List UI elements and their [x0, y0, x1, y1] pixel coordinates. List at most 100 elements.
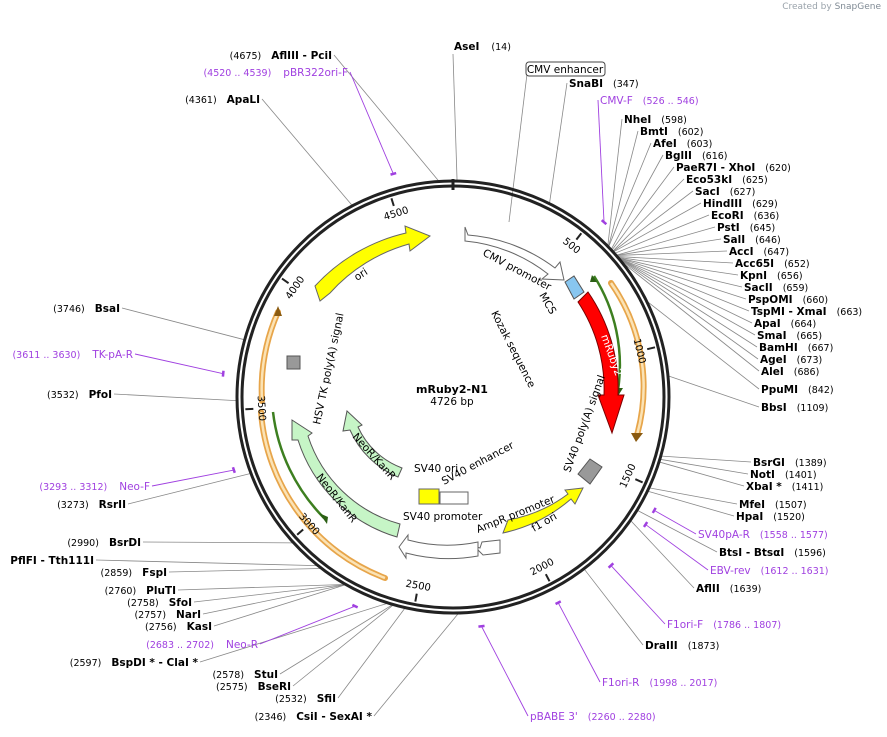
enzyme-leader [648, 302, 760, 390]
enzyme-name: PluTI [146, 585, 176, 597]
enzyme-position: (1401) [785, 470, 817, 481]
enzyme-leader [168, 568, 321, 573]
enzyme-name: TspMI - XmaI [751, 306, 827, 318]
enzyme-name: NheI [624, 114, 651, 126]
enzyme-position: (686) [794, 367, 820, 378]
enzyme-leader [607, 118, 623, 246]
enzyme-name: ApaLI [227, 94, 260, 106]
feature-mcs [564, 275, 585, 300]
primer-leader [645, 524, 709, 571]
primer-mark [554, 600, 562, 606]
primer-mark [478, 624, 485, 628]
primer-range: (1998 .. 2017) [649, 678, 717, 689]
features [286, 225, 625, 560]
primer-mark [390, 171, 397, 176]
enzyme-name: KpnI [740, 270, 767, 282]
enzyme-name: Acc65I [735, 258, 774, 270]
leader-lines [95, 53, 760, 717]
enzyme-name: SfoI [169, 597, 192, 609]
tick-mark [414, 593, 418, 602]
tick-marks [245, 179, 656, 602]
enzyme-name: SacII [744, 282, 773, 294]
enzyme-leader [620, 259, 758, 348]
enzyme-leader [337, 608, 405, 699]
tick-label: 1000 [631, 338, 648, 365]
primer-range: (1558 .. 1577) [760, 530, 828, 541]
primer-leader [557, 602, 601, 683]
enzyme-position: (656) [777, 271, 803, 282]
feature-sv40-ori [418, 488, 440, 505]
primer-leader [610, 565, 666, 625]
label-hsv-tk: HSV TK poly(A) signal [311, 312, 346, 426]
snapgene-credit: Created by SnapGene [782, 2, 881, 12]
enzyme-position: (1411) [792, 482, 824, 493]
enzyme-leader [660, 459, 749, 475]
primer-name: CMV-F [600, 95, 633, 107]
primer-name: Neo-R [226, 639, 258, 651]
enzyme-position: (660) [803, 295, 829, 306]
label-sv40-ori: SV40 ori [414, 463, 458, 475]
feature-cmv-promoter [464, 226, 565, 281]
enzyme-name: AflIII - PciI [271, 50, 332, 62]
tick-label: 3500 [255, 395, 267, 421]
tick-label: 3000 [296, 511, 321, 537]
enzyme-position: (636) [754, 211, 780, 222]
primer-range: (2683 .. 2702) [146, 640, 214, 651]
enzyme-position: (2578) [212, 670, 244, 681]
enzyme-position: (1109) [797, 403, 829, 414]
enzyme-name: SnaBI [569, 78, 603, 90]
enzyme-name: BmtI [640, 126, 668, 138]
enzyme-position: (4675) [230, 51, 262, 62]
enzyme-leader [620, 258, 753, 324]
enzyme-leader [611, 154, 664, 249]
label-cmv-enhancer: CMV enhancer [527, 64, 604, 76]
enzyme-leader [608, 142, 652, 247]
enzyme-position: (673) [797, 355, 823, 366]
enzyme-position: (647) [763, 247, 789, 258]
enzyme-name: AfeI [653, 138, 677, 150]
enzyme-leader [661, 455, 752, 463]
plasmid-size: 4726 bp [430, 396, 474, 408]
tick-label: 4500 [383, 205, 411, 223]
primer-mark [651, 507, 657, 514]
enzyme-name: PaeR7I - XhoI [676, 162, 755, 174]
orf-neo-green [271, 411, 325, 519]
primer-mark [600, 219, 608, 226]
orf-arcs [258, 275, 647, 581]
primer-leader [481, 626, 529, 717]
enzyme-name: AseI [454, 41, 479, 53]
enzyme-position: (3273) [57, 500, 89, 511]
enzyme-position: (2859) [101, 568, 133, 579]
enzyme-position: (603) [687, 139, 713, 150]
feature-mruby2 [577, 291, 625, 435]
enzyme-position: (3532) [47, 390, 79, 401]
enzyme-leader [113, 393, 237, 402]
enzyme-leader [199, 603, 387, 663]
primer-name: TK-pA-R [91, 349, 133, 361]
enzyme-name: BseRI [258, 681, 291, 693]
enzyme-position: (645) [750, 223, 776, 234]
enzyme-leader [213, 584, 345, 627]
enzyme-position: (1389) [795, 458, 827, 469]
enzyme-position: (347) [613, 79, 639, 90]
enzyme-leader [549, 82, 568, 203]
enzyme-name: CsiI - SexAI * [296, 711, 372, 723]
plasmid-name: mRuby2-N1 [416, 383, 488, 396]
enzyme-leader [619, 257, 739, 276]
enzyme-position: (1507) [775, 500, 807, 511]
enzyme-position: (629) [752, 199, 778, 210]
enzyme-leader [619, 257, 743, 288]
enzyme-leader [613, 202, 702, 252]
enzyme-position: (3746) [53, 304, 85, 315]
tick-mark [390, 198, 395, 207]
primer-mark [351, 603, 359, 609]
enzyme-name: RsrII [99, 499, 126, 511]
tick-label: 2000 [529, 557, 557, 579]
orf-mruby2-arrow [631, 433, 643, 442]
enzyme-position: (625) [742, 175, 768, 186]
tick-mark [281, 277, 290, 284]
enzyme-position: (665) [797, 331, 823, 342]
enzyme-leader [618, 256, 734, 264]
enzyme-leader [127, 473, 251, 505]
feature-ori [314, 225, 432, 302]
